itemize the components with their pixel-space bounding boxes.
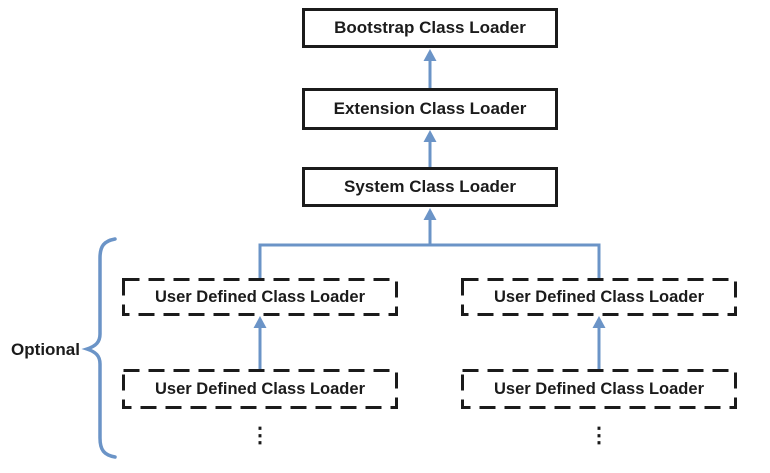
- node-bootstrap-label: Bootstrap Class Loader: [334, 18, 526, 37]
- node-user-defined-label: User Defined Class Loader: [155, 287, 365, 306]
- node-extension-label: Extension Class Loader: [333, 99, 527, 118]
- node-user-defined-label: User Defined Class Loader: [494, 287, 704, 306]
- node-user-defined-top-right: User Defined Class Loader: [461, 278, 737, 316]
- node-extension-class-loader: Extension Class Loader: [302, 88, 558, 130]
- node-user-defined-bottom-left: User Defined Class Loader: [122, 369, 398, 409]
- node-user-defined-top-left: User Defined Class Loader: [122, 278, 398, 316]
- node-system-class-loader: System Class Loader: [302, 167, 558, 207]
- node-user-defined-label: User Defined Class Loader: [494, 379, 704, 398]
- arrow-up-icon: [423, 208, 437, 220]
- arrow-up-icon: [423, 49, 437, 61]
- node-user-defined-label: User Defined Class Loader: [155, 379, 365, 398]
- dashed-border: [122, 369, 398, 409]
- node-bootstrap-class-loader: Bootstrap Class Loader: [302, 8, 558, 48]
- branch-connector-line: [258, 243, 601, 278]
- optional-label: Optional: [11, 340, 80, 359]
- arrow-up-icon: [423, 130, 437, 142]
- node-system-label: System Class Loader: [344, 177, 516, 196]
- ellipsis-right: ⋮: [588, 424, 610, 447]
- curly-brace-icon: [81, 237, 117, 459]
- arrow-up-icon: [253, 316, 267, 328]
- ellipsis-left: ⋮: [249, 424, 271, 447]
- node-user-defined-bottom-right: User Defined Class Loader: [461, 369, 737, 409]
- dashed-border: [122, 278, 398, 316]
- dashed-border: [461, 369, 737, 409]
- arrow-up-icon: [592, 316, 606, 328]
- dashed-border: [461, 278, 737, 316]
